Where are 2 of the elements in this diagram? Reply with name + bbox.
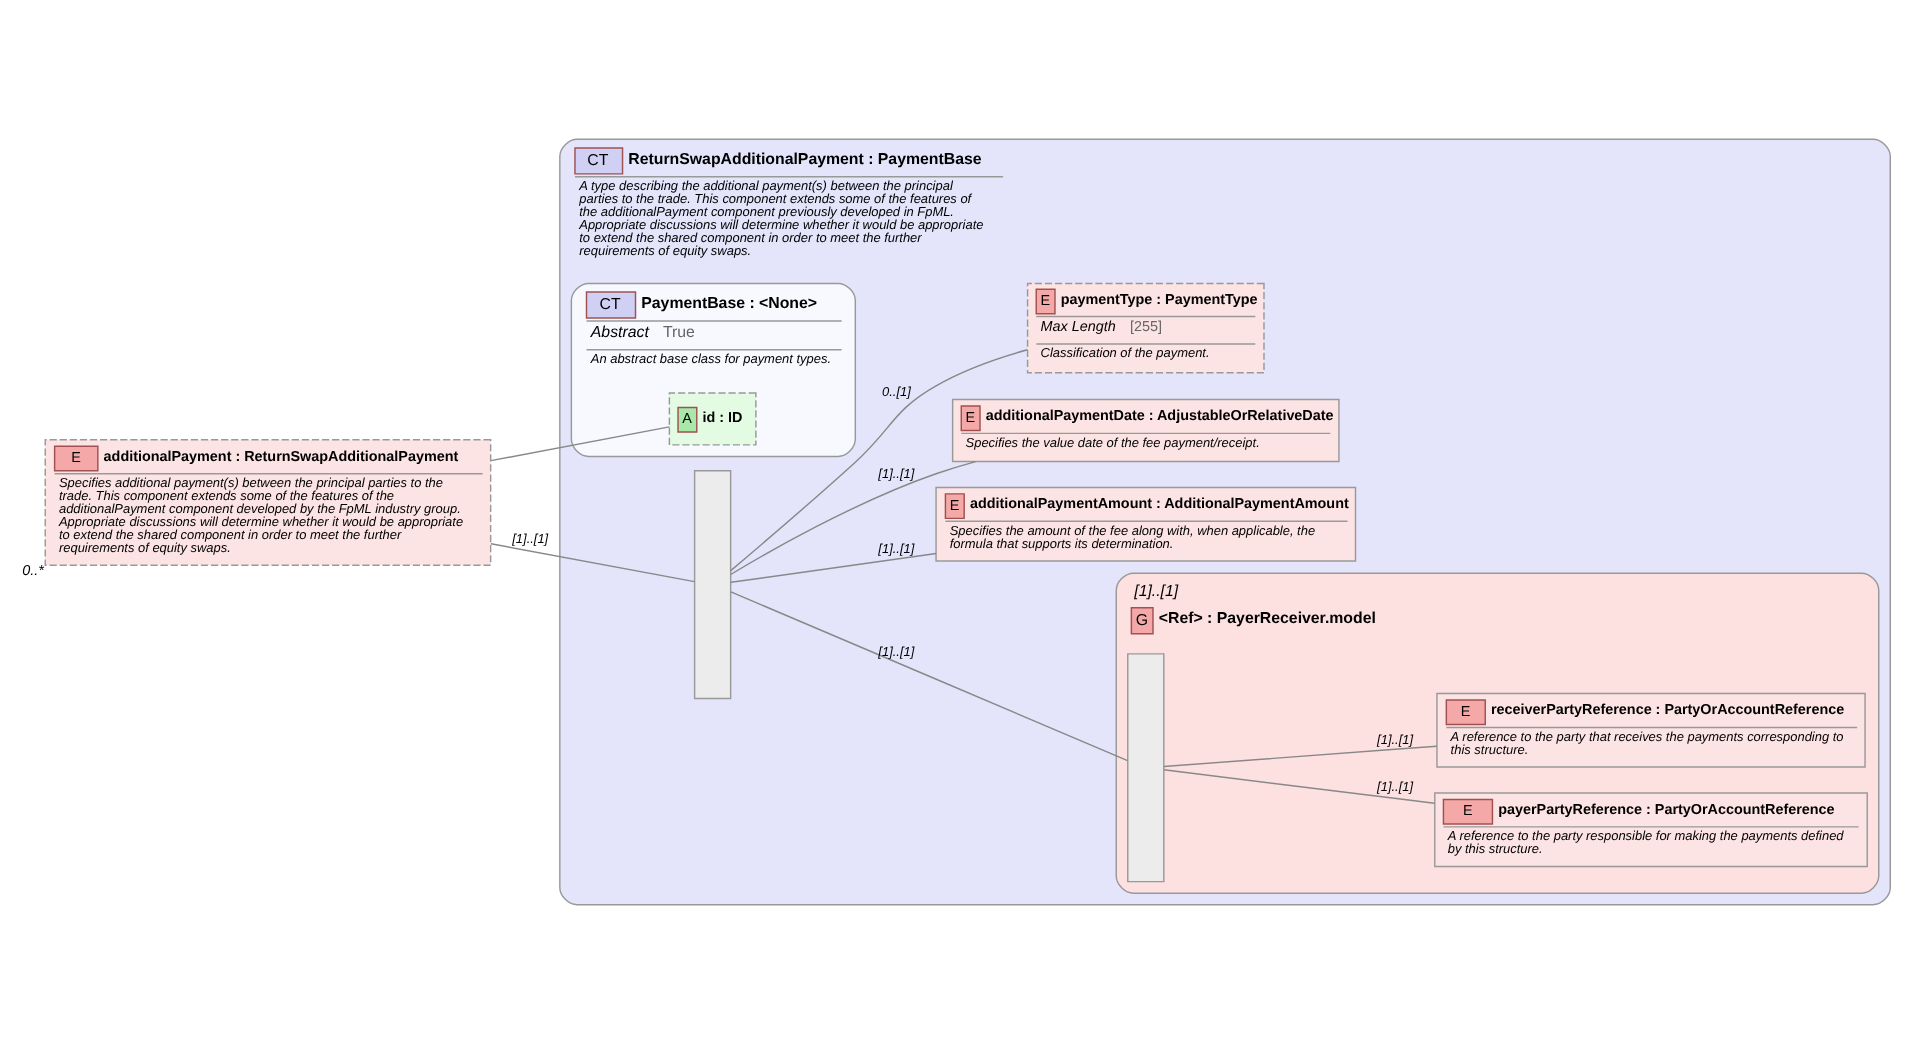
node-label: [1]..[1] (1134, 580, 1179, 599)
node-label: 0..* (22, 560, 44, 579)
